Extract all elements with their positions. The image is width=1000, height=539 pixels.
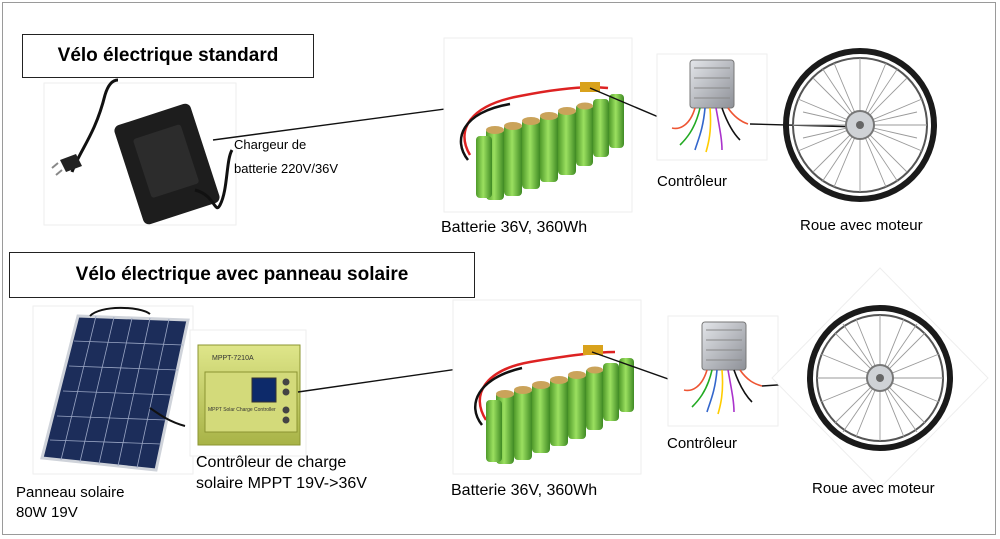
mppt-label-line2: solaire MPPT 19V->36V bbox=[196, 475, 367, 492]
section-title-standard-text: Vélo électrique standard bbox=[57, 45, 279, 66]
section-title-standard: Vélo électrique standard bbox=[22, 34, 314, 78]
charger-label-line1: Chargeur de bbox=[234, 137, 307, 152]
solar-panel-label-line1: Panneau solaire bbox=[16, 484, 125, 501]
battery-illustration-top bbox=[443, 37, 633, 213]
solar-panel-label-line2: 80W 19V bbox=[16, 504, 78, 521]
controller-label-top: Contrôleur bbox=[657, 173, 728, 190]
charger-label: Chargeur de batterie 220V/36V bbox=[234, 135, 338, 178]
wheel-label-top: Roue avec moteur bbox=[800, 217, 923, 234]
section-title-solar: Vélo électrique avec panneau solaire bbox=[9, 252, 475, 298]
mppt-device-subtext: MPPT Solar Charge Controller bbox=[208, 407, 276, 413]
mppt-controller-illustration bbox=[189, 329, 307, 457]
solar-panel-label: Panneau solaire 80W 19V bbox=[16, 483, 124, 523]
battery-label-top: Batterie 36V, 360Wh bbox=[441, 219, 588, 236]
charger-illustration bbox=[43, 78, 237, 226]
controller-illustration-top bbox=[656, 53, 768, 161]
mppt-label: Contrôleur de charge solaire MPPT 19V->3… bbox=[196, 452, 367, 494]
wheel-label-bottom: Roue avec moteur bbox=[812, 480, 935, 497]
mppt-device-text: MPPT-7210A bbox=[212, 355, 254, 362]
battery-label-bottom: Batterie 36V, 360Wh bbox=[451, 482, 598, 499]
controller-label-bottom: Contrôleur bbox=[667, 435, 738, 452]
wire-controller-wheel bbox=[749, 123, 861, 128]
wheel-illustration-top bbox=[783, 48, 937, 202]
controller-illustration-bottom bbox=[667, 315, 779, 427]
wheel-illustration-bottom bbox=[771, 267, 989, 489]
mppt-label-line1: Contrôleur de charge bbox=[196, 454, 347, 471]
solar-panel-illustration bbox=[32, 305, 194, 475]
section-title-solar-text: Vélo électrique avec panneau solaire bbox=[75, 264, 409, 285]
battery-illustration-bottom bbox=[452, 299, 642, 475]
charger-label-line2: batterie 220V/36V bbox=[234, 161, 339, 176]
